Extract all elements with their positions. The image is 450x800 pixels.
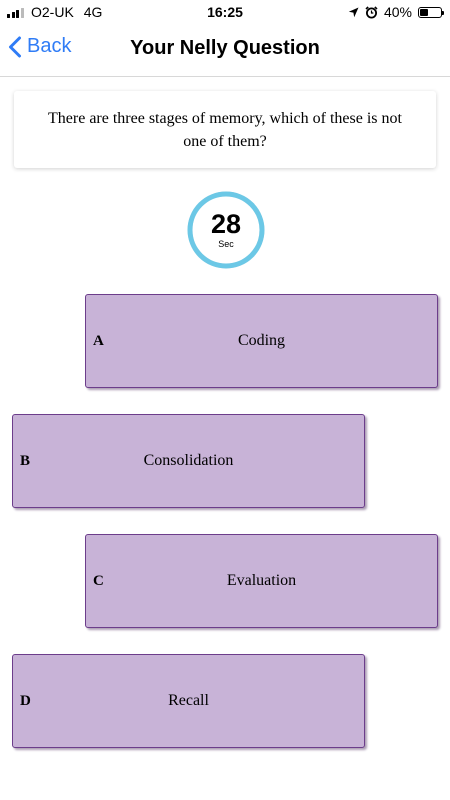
question-text: There are three stages of memory, which … [48,109,402,150]
countdown-timer: 28 Sec [186,190,266,270]
page-title: Your Nelly Question [130,37,320,59]
answer-label: Consolidation [143,452,234,469]
answer-option-a[interactable]: A Coding [85,294,438,388]
timer-unit-label: Sec [218,239,234,249]
chevron-left-icon [9,36,21,57]
answer-option-b[interactable]: B Consolidation [12,414,365,508]
network-type: 4G [83,4,103,20]
answer-option-c[interactable]: C Evaluation [85,534,438,628]
status-bar: O2-UK 4G 16:25 40% [0,0,450,24]
answer-letter: D [20,693,31,709]
status-time: 16:25 [207,4,243,20]
location-arrow-icon [348,7,359,17]
back-button-label: Back [27,35,72,57]
answer-letter: C [93,573,104,589]
carrier-name: O2-UK [31,4,74,20]
battery-level [420,8,428,16]
back-button[interactable]: Back [8,35,71,58]
navigation-bar: Back Your Nelly Question [0,24,450,77]
status-indicators: 40% [348,4,444,20]
answer-option-d[interactable]: D Recall [12,654,365,748]
signal-strength-icon [7,8,24,18]
timer-seconds-value: 28 [210,209,242,239]
battery-icon [418,6,444,18]
answer-letter: B [20,453,31,469]
answer-label: Coding [237,332,286,349]
question-card: There are three stages of memory, which … [14,91,436,168]
answer-letter: A [93,333,104,349]
battery-percentage: 40% [383,4,412,20]
answer-label: Evaluation [226,572,297,589]
timer-ring [187,191,265,269]
answer-label: Recall [168,692,209,709]
alarm-icon [365,5,378,18]
carrier-label: O2-UK 4G [31,4,102,20]
